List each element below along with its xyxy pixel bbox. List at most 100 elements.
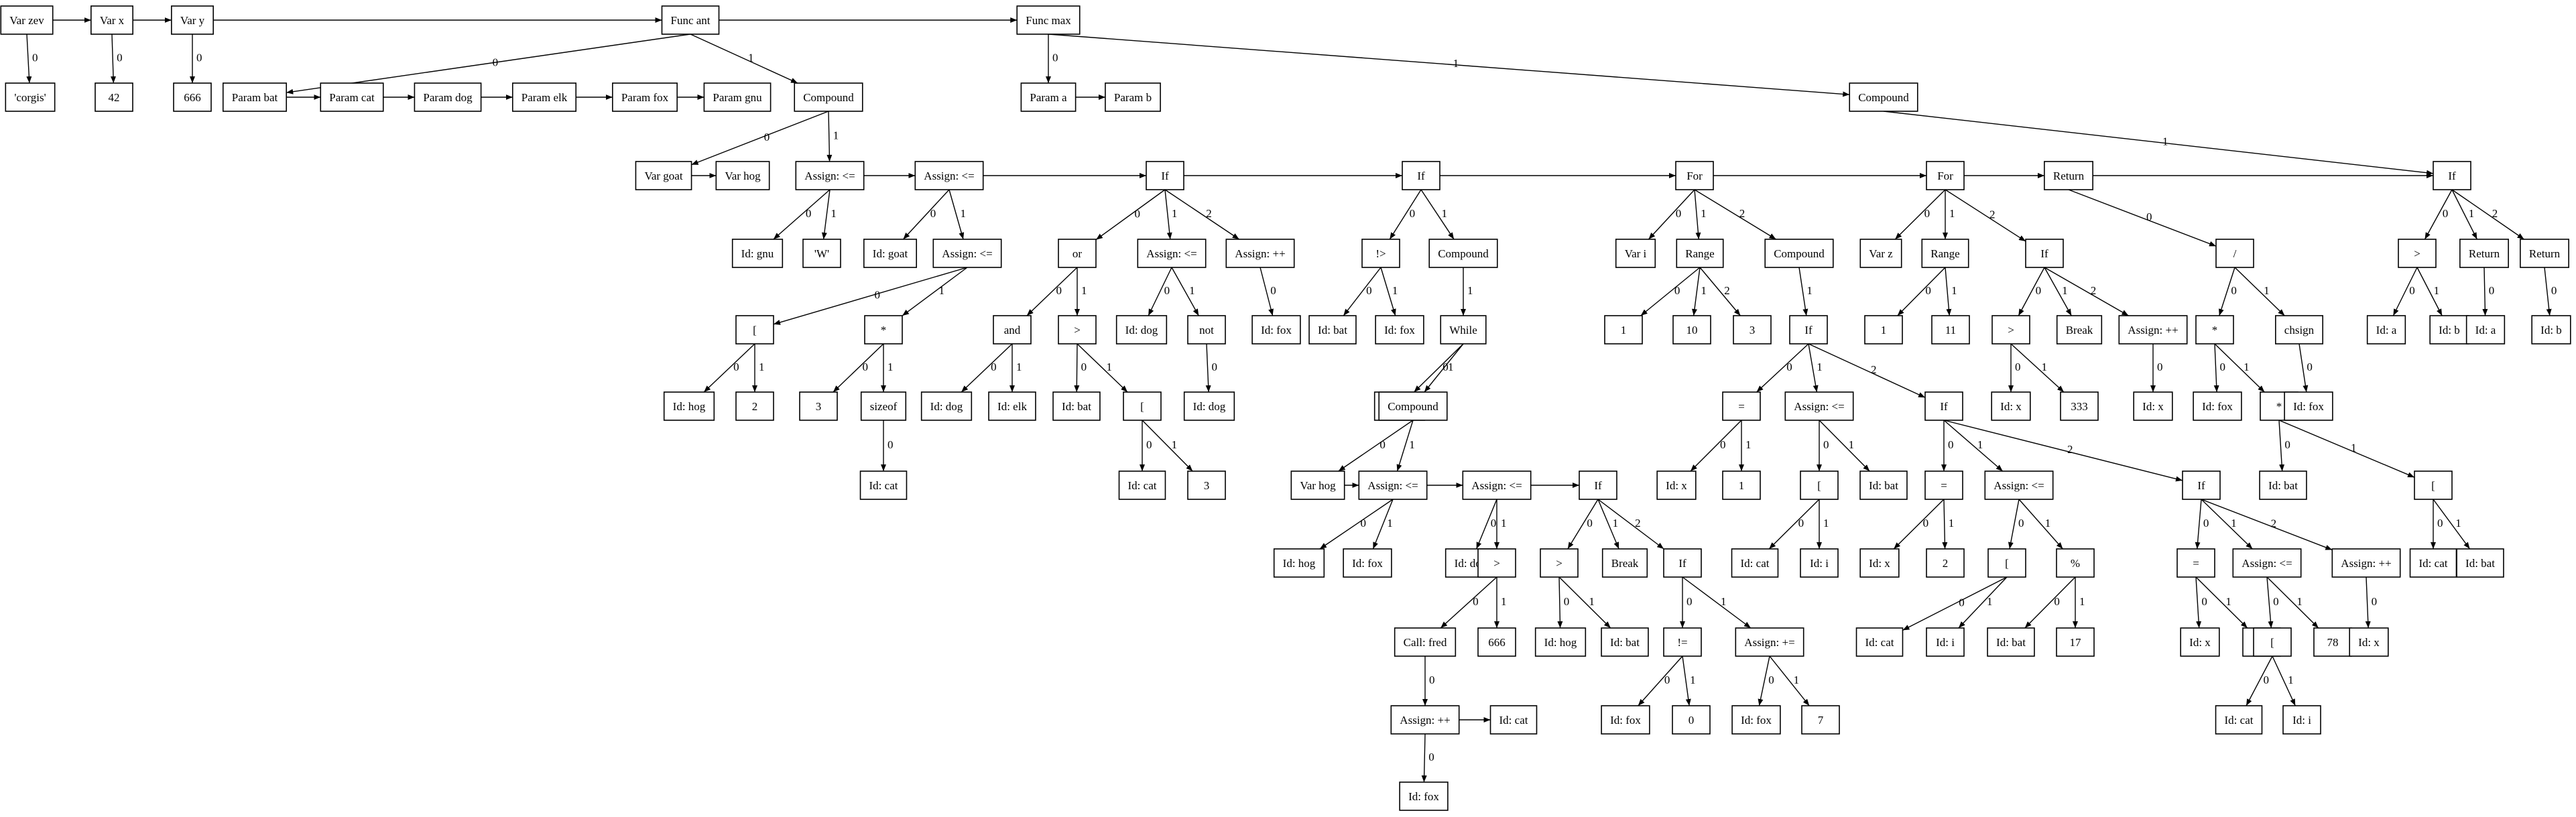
- edge-line: [1769, 655, 1810, 706]
- edge-br1-idhog1: 0: [703, 343, 755, 393]
- edge-line: [1768, 499, 1820, 550]
- node-box: [1540, 548, 1579, 578]
- node-label: Param a: [1030, 91, 1067, 104]
- node-label: Param fox: [621, 91, 669, 104]
- node-label: Id: x: [2358, 636, 2380, 649]
- edge-eq3-idx5: 0: [2195, 576, 2207, 629]
- ast-node-iddog1: Id: dog: [1115, 315, 1168, 344]
- node-box: [988, 391, 1036, 421]
- edge-label: 0: [1923, 517, 1929, 529]
- node-label: Break: [2066, 324, 2093, 336]
- node-label: 42: [109, 91, 120, 104]
- edge-fmax-comp2: 1: [1048, 34, 1850, 97]
- node-label: Id: cat: [2419, 557, 2448, 570]
- node-box: [993, 315, 1032, 344]
- edge-line: [2234, 267, 2285, 316]
- edge-line: [1095, 189, 1166, 241]
- edge-if5-as7: 1: [1808, 343, 1823, 393]
- node-label: and: [1004, 324, 1021, 336]
- edge-line: [1692, 267, 1701, 316]
- edge-label: 0: [887, 438, 894, 451]
- ast-node-rng1: Range: [1676, 239, 1724, 268]
- edge-label: 1: [1453, 57, 1459, 70]
- node-label: Return: [2469, 247, 2500, 260]
- node-box: [2456, 548, 2504, 578]
- node-box: [731, 239, 784, 268]
- node-label: Var y: [180, 14, 205, 27]
- edge-as5-idhog2: 0: [1319, 499, 1394, 550]
- edge-label: 1: [1794, 674, 1800, 686]
- node-label: 7: [1818, 714, 1824, 727]
- node-box: [1358, 470, 1428, 500]
- edge-line: [703, 343, 755, 393]
- edge-label: 1: [2296, 595, 2303, 608]
- node-box: [2176, 548, 2215, 578]
- node-label: Assign: ++: [1235, 247, 1285, 260]
- ast-node-eq2: =: [1924, 470, 1963, 500]
- node-label: Assign: <=: [1367, 479, 1418, 492]
- edge-line: [1205, 343, 1211, 393]
- edge-as9-br6: 0: [2266, 576, 2279, 629]
- node-label: Id: hog: [1283, 557, 1316, 570]
- edge-line: [1475, 499, 1497, 550]
- node-label: Id: a: [2475, 324, 2496, 336]
- edge-label: 1: [2045, 517, 2051, 529]
- ast-node-r10: 10: [1672, 315, 1711, 344]
- edge-label: 0: [2372, 595, 2378, 608]
- ast-node-n3b: 3: [1187, 470, 1226, 500]
- node-label: If: [2448, 170, 2456, 182]
- ast-node-idx2: Id: x: [1991, 391, 2031, 421]
- node-box: [1399, 781, 1449, 811]
- node-box: [1784, 391, 1854, 421]
- node-label: /: [2233, 247, 2237, 260]
- edge-ne1-idfox2: 1: [1380, 267, 1398, 316]
- node-box: [612, 82, 678, 112]
- edge-if7-gt3: 0: [1567, 499, 1599, 550]
- edge-label: 2: [1739, 207, 1745, 220]
- ast-node-idi3: Id: i: [2282, 705, 2321, 735]
- edge-line: [2010, 343, 2065, 393]
- ast-node-brk1: Break: [1601, 548, 1648, 578]
- edge-comp1-as1: 1: [826, 111, 839, 162]
- ast-node-pb: Param b: [1105, 82, 1161, 112]
- edge-as5-idfox3: 1: [1372, 499, 1394, 550]
- node-box: [1859, 239, 1902, 268]
- ast-node-comp2: Compound: [1849, 82, 1918, 112]
- ast-node-rng2: Range: [1921, 239, 1969, 268]
- edge-label: 1: [1107, 361, 1113, 373]
- ast-node-idx1: Id: x: [1656, 470, 1697, 500]
- node-label: Id: a: [2376, 324, 2397, 336]
- ast-node-div1: /: [2215, 239, 2254, 268]
- edge-label: 0: [1686, 595, 1693, 608]
- node-box: [802, 239, 841, 268]
- node-box: [1924, 391, 1963, 421]
- edge-if1-inc1: 2: [1164, 189, 1239, 240]
- edge-line: [2219, 267, 2235, 316]
- edge-label: 1: [1392, 284, 1398, 297]
- edge-label: 1: [939, 284, 945, 297]
- node-label: 3: [1750, 324, 1756, 336]
- node-label: If: [1940, 400, 1948, 413]
- node-box: [1118, 470, 1166, 500]
- node-box: [1308, 315, 1357, 344]
- node-box: [1984, 470, 2054, 500]
- edge-label: 1: [1448, 361, 1454, 373]
- edge-if3-ret3: 2: [2451, 189, 2524, 240]
- edge-label: 1: [1613, 517, 1619, 529]
- edge-line: [961, 343, 1013, 393]
- node-box: [735, 391, 774, 421]
- edge-gt1-idbat2: 0: [1074, 343, 1087, 393]
- edge-line: [2392, 267, 2418, 316]
- node-box: [2193, 391, 2242, 421]
- edge-br5-idcat6: 0: [2431, 499, 2443, 549]
- ast-node-as9: Assign: <=: [2232, 548, 2302, 578]
- ast-node-and1: and: [993, 315, 1032, 344]
- ast-node-idx5: Id: x: [2180, 627, 2220, 657]
- ast-node-ne1: !>: [1361, 239, 1400, 268]
- edge-sizeof-idcat1: 0: [881, 420, 894, 471]
- node-box: [1290, 470, 1345, 500]
- edge-line: [1682, 576, 1752, 629]
- node-box: [1849, 82, 1918, 112]
- ast-node-br4: [: [1987, 548, 2026, 578]
- edge-inc4-idx6: 0: [2365, 576, 2378, 629]
